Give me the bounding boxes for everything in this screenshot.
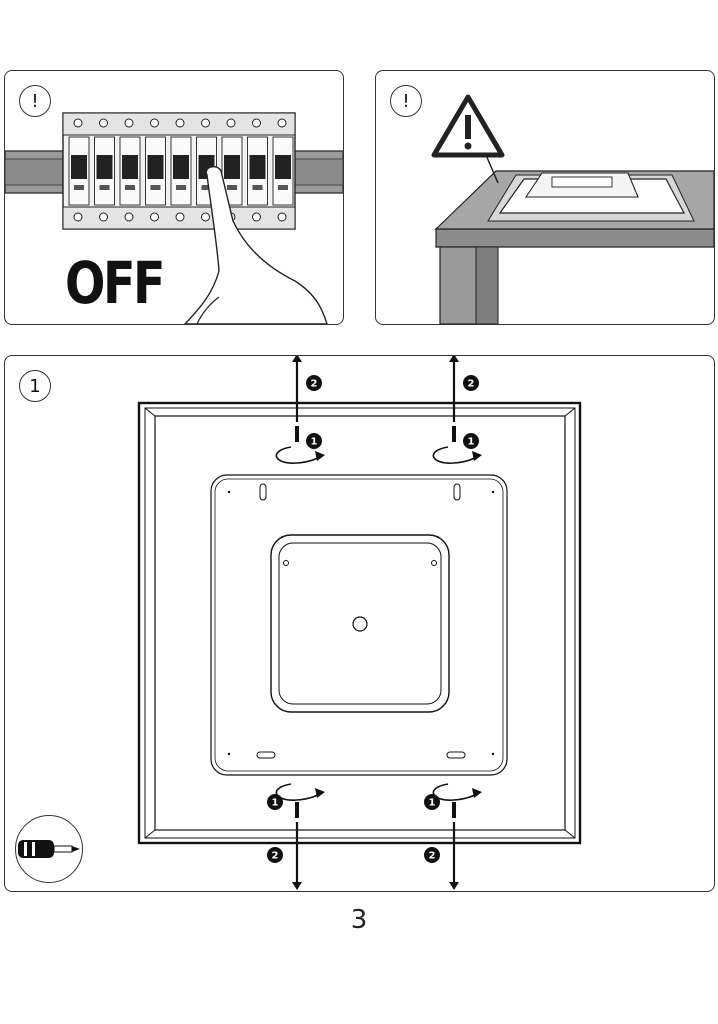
step-marker-unscrew: 1 bbox=[424, 794, 440, 810]
step-marker-remove: 2 bbox=[267, 847, 283, 863]
step-marker-label: 2 bbox=[272, 851, 279, 862]
step-marker-remove: 2 bbox=[463, 375, 479, 391]
arrow-icon bbox=[449, 356, 459, 422]
step-badge: 1 bbox=[19, 370, 51, 402]
rotate-arrow-icon bbox=[275, 783, 325, 801]
step-marker-unscrew: 1 bbox=[306, 433, 322, 449]
screw-icon bbox=[452, 802, 456, 818]
rotate-arrow-icon bbox=[432, 446, 482, 464]
warning-triangle-icon bbox=[431, 94, 505, 184]
page-number: 3 bbox=[350, 905, 368, 935]
panel-power-off: ! OFF bbox=[4, 70, 344, 325]
step-marker-label: 1 bbox=[311, 437, 318, 448]
panel-surface: ! bbox=[375, 70, 715, 325]
off-label: OFF bbox=[65, 249, 165, 317]
screw-removal-group: 12 bbox=[424, 783, 482, 890]
step-marker-label: 2 bbox=[429, 851, 436, 862]
step-marker-label: 1 bbox=[272, 798, 279, 809]
screwdriver-icon bbox=[15, 815, 83, 883]
screw-icon bbox=[452, 426, 456, 442]
step-marker-label: 2 bbox=[311, 379, 318, 390]
step-marker-remove: 2 bbox=[306, 375, 322, 391]
step-marker-label: 1 bbox=[429, 798, 436, 809]
screw-icon bbox=[295, 426, 299, 442]
screw-removal-group: 12 bbox=[267, 783, 325, 890]
rotate-arrow-icon bbox=[275, 446, 325, 464]
arrow-icon bbox=[292, 356, 302, 422]
screw-icon bbox=[295, 802, 299, 818]
screw-removal-group: 12 bbox=[275, 356, 325, 464]
step-marker-label: 1 bbox=[468, 437, 475, 448]
arrow-icon bbox=[292, 822, 302, 890]
screw-removal-group: 12 bbox=[432, 356, 482, 464]
rotate-arrow-icon bbox=[432, 783, 482, 801]
step-marker-label: 2 bbox=[468, 379, 475, 390]
step-marker-unscrew: 1 bbox=[463, 433, 479, 449]
arrow-icon bbox=[449, 822, 459, 890]
finger-illustration bbox=[184, 165, 328, 324]
table-illustration bbox=[434, 170, 714, 324]
step-marker-unscrew: 1 bbox=[267, 794, 283, 810]
step-marker-remove: 2 bbox=[424, 847, 440, 863]
caution-badge: ! bbox=[390, 85, 422, 117]
caution-badge: ! bbox=[19, 85, 51, 117]
